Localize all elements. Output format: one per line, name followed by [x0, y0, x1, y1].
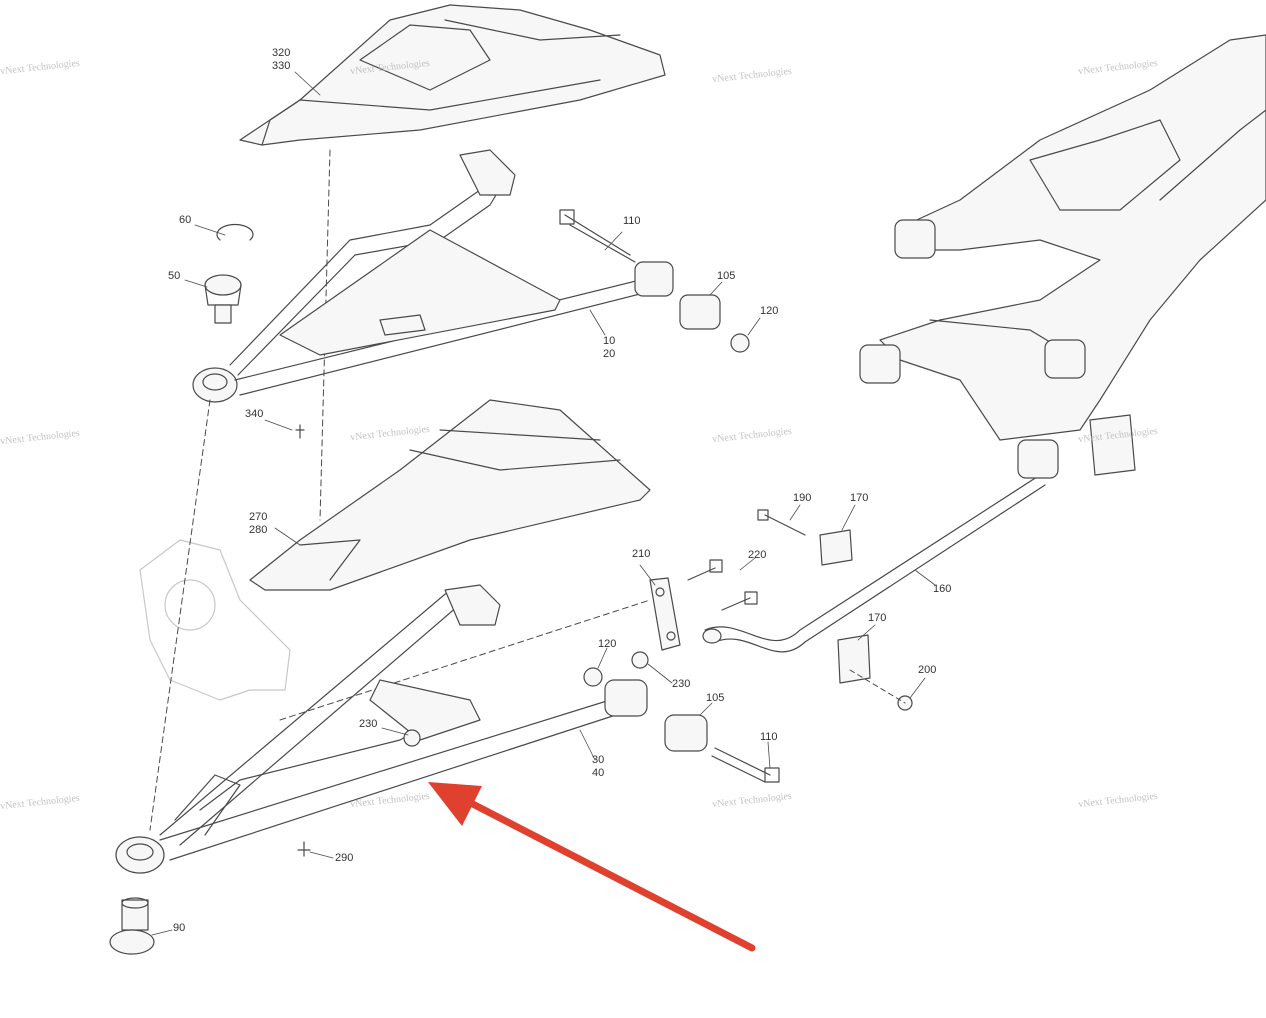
bracket-170a-part: [819, 529, 853, 566]
lower-guard-part: [249, 399, 651, 591]
bolt-220-part: [687, 559, 758, 611]
callout-200: 200: [918, 664, 937, 676]
rivet-340-part: [295, 424, 305, 439]
upper-a-arm-part: [192, 149, 674, 403]
circlip-part: [216, 223, 254, 241]
callout-160: 160: [933, 583, 952, 595]
sway-bar-part: [702, 474, 1046, 653]
callout-90: 90: [173, 922, 186, 934]
nut-120a-part: [730, 333, 750, 353]
nut-230-part: [403, 651, 649, 747]
bushing-105a-part: [679, 294, 721, 330]
callout-230: 230: [359, 718, 378, 730]
annotation-arrow: [428, 782, 756, 952]
callout-290: 290: [335, 852, 354, 864]
knuckle-part: [139, 539, 291, 701]
callout-120: 120: [598, 638, 617, 650]
bolt-190-part: [757, 509, 806, 536]
callout-60: 60: [179, 214, 192, 226]
callout-170: 170: [850, 492, 869, 504]
nut-120b-part: [583, 667, 603, 687]
callout-120: 120: [760, 305, 779, 317]
callout-50: 50: [168, 270, 181, 282]
upper-guard-part: [239, 4, 666, 146]
bolt-110a-part: [559, 209, 636, 263]
frame-part: [859, 34, 1266, 479]
callout-105: 105: [706, 692, 725, 704]
bracket-170b-part: [837, 634, 871, 684]
callout-110: 110: [760, 731, 778, 743]
bushing-105b-part: [664, 714, 708, 752]
lower-a-arm-part: [115, 584, 648, 874]
ball-joint-lower-part: [109, 897, 155, 955]
callout-110: 110: [623, 215, 641, 227]
callout-210: 210: [632, 548, 651, 560]
callout-105: 105: [717, 270, 736, 282]
callout-340: 340: [245, 408, 264, 420]
callout-170: 170: [868, 612, 887, 624]
callout-220: 220: [748, 549, 767, 561]
sway-bar-link-part: [649, 577, 681, 651]
callout-230: 230: [672, 678, 691, 690]
rivet-290-part: [297, 841, 311, 857]
callout-190: 190: [793, 492, 812, 504]
bolt-110b-part: [711, 747, 780, 783]
ball-joint-upper-part: [204, 274, 242, 324]
